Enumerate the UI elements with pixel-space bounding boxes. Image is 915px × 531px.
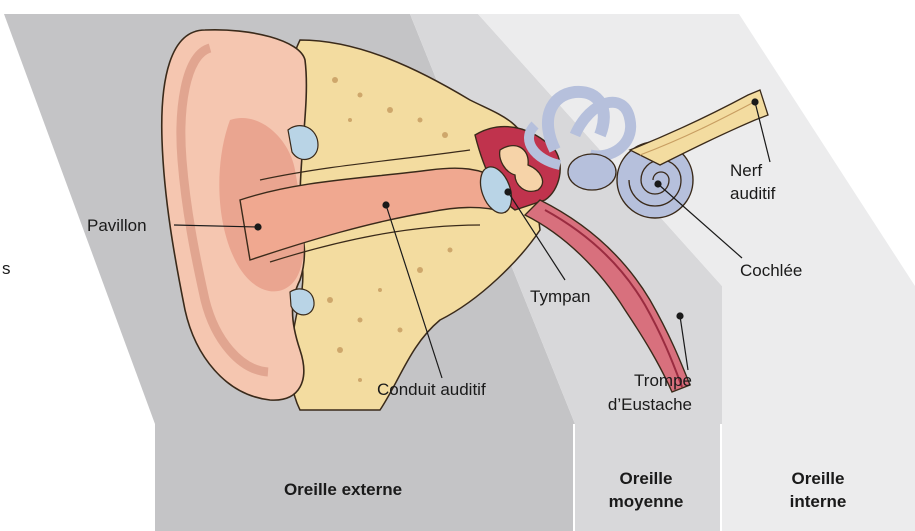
label-pavillon: Pavillon: [87, 216, 147, 235]
edge-text-fragment: s: [2, 259, 11, 278]
label-conduit-auditif: Conduit auditif: [377, 380, 486, 399]
section-oreille-moyenne-1: Oreille: [620, 469, 673, 488]
label-nerf-2: auditif: [730, 184, 776, 203]
label-cochlee: Cochlée: [740, 261, 802, 280]
label-tympan: Tympan: [530, 287, 590, 306]
section-oreille-externe: Oreille externe: [284, 480, 402, 499]
label-trompe-1: Trompe: [634, 371, 692, 390]
section-oreille-interne-2: interne: [790, 492, 847, 511]
section-oreille-moyenne-2: moyenne: [609, 492, 684, 511]
label-nerf-1: Nerf: [730, 161, 762, 180]
outer-ear-section: [155, 424, 573, 531]
label-trompe-2: d’Eustache: [608, 395, 692, 414]
section-oreille-interne-1: Oreille: [792, 469, 845, 488]
